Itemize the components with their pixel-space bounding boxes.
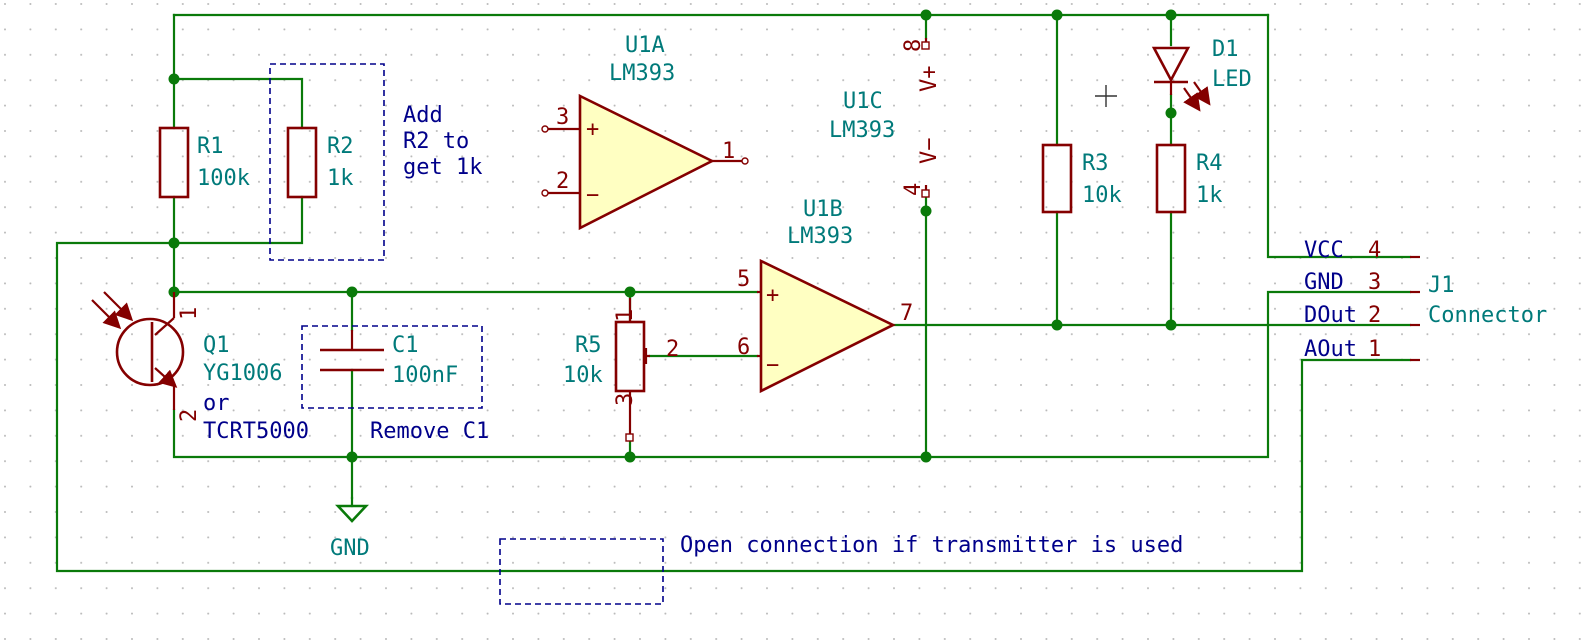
r2-note-line-1: Add bbox=[403, 103, 443, 128]
u1c-pin8-label: 8 bbox=[901, 39, 926, 52]
resistor-r4[interactable]: R4 1k bbox=[1155, 143, 1223, 214]
q1-ref: Q1 bbox=[203, 333, 230, 358]
u1a-minus-sign: − bbox=[586, 183, 599, 208]
u1c-ref: U1C bbox=[843, 89, 883, 114]
r4-ref: R4 bbox=[1196, 151, 1223, 176]
c1-value: 100nF bbox=[392, 363, 458, 388]
open-connection-note: Open connection if transmitter is used bbox=[680, 533, 1183, 558]
resistor-r1[interactable]: R1 100k bbox=[158, 126, 250, 199]
opamp-u1a[interactable]: 3 2 1 + − U1A LM393 bbox=[541, 33, 749, 231]
opamp-u1b[interactable]: 5 6 7 + − U1B LM393 bbox=[737, 197, 913, 394]
j1-pin-aout-num: 1 bbox=[1368, 337, 1381, 362]
r2-note-line-2: R2 to bbox=[403, 129, 469, 154]
r2-note: Add R2 to get 1k bbox=[403, 103, 482, 180]
u1c-pin4-label: 4 bbox=[901, 183, 926, 196]
capacitor-c1[interactable]: C1 100nF bbox=[320, 330, 458, 388]
crosshair-cursor-icon bbox=[1095, 85, 1117, 107]
connector-j1[interactable]: VCC 4 GND 3 DOut 2 AOut 1 J1 Connector bbox=[1304, 238, 1547, 362]
q1-value: YG1006 bbox=[203, 361, 282, 386]
u1a-pin3-label: 3 bbox=[556, 105, 569, 130]
u1a-plus-sign: + bbox=[586, 117, 599, 142]
j1-pin-dout-name: DOut bbox=[1304, 303, 1357, 328]
r5-pin3-label: 3 bbox=[613, 393, 638, 406]
u1c-value: LM393 bbox=[829, 118, 895, 143]
r5-value: 10k bbox=[563, 363, 603, 388]
q1-alt-word: or bbox=[203, 391, 230, 416]
resistor-r2[interactable]: R2 1k bbox=[286, 126, 354, 199]
r2-value: 1k bbox=[327, 166, 354, 191]
c1-note-box bbox=[301, 325, 483, 409]
c1-note: Remove C1 bbox=[370, 419, 489, 444]
u1a-pin1-label: 1 bbox=[722, 139, 735, 164]
r5-pin1-label: 1 bbox=[613, 309, 638, 322]
resistor-r3[interactable]: R3 10k bbox=[1041, 143, 1122, 214]
r5-ref: R5 bbox=[575, 333, 602, 358]
r4-value: 1k bbox=[1196, 183, 1223, 208]
r1-value: 100k bbox=[197, 166, 250, 191]
r1-ref: R1 bbox=[197, 134, 224, 159]
r3-ref: R3 bbox=[1082, 151, 1109, 176]
j1-value: Connector bbox=[1428, 303, 1547, 328]
d1-value: LED bbox=[1212, 67, 1252, 92]
q1-pin2-label: 2 bbox=[177, 409, 202, 422]
r2-note-box bbox=[269, 63, 385, 261]
j1-ref: J1 bbox=[1428, 273, 1455, 298]
u1a-value: LM393 bbox=[609, 61, 675, 86]
u1b-pin5-label: 5 bbox=[737, 267, 750, 292]
opamp-power-u1c[interactable]: V+ V− 8 4 U1C LM393 bbox=[829, 38, 942, 198]
led-d1[interactable]: D1 LED bbox=[1151, 37, 1252, 112]
j1-pin-aout-name: AOut bbox=[1304, 337, 1357, 362]
r2-ref: R2 bbox=[327, 134, 354, 159]
j1-pin-gnd-name: GND bbox=[1304, 270, 1344, 295]
ground-symbol: GND bbox=[330, 496, 370, 561]
r2-note-line-3: get 1k bbox=[403, 155, 482, 180]
j1-pin-dout-num: 2 bbox=[1368, 303, 1381, 328]
u1a-ref: U1A bbox=[625, 33, 665, 58]
u1c-vminus-label: V− bbox=[917, 138, 942, 165]
u1b-plus-sign: + bbox=[766, 283, 779, 308]
gnd-label: GND bbox=[330, 536, 370, 561]
open-connection-box bbox=[499, 538, 664, 605]
q1-pin1-label: 1 bbox=[177, 307, 202, 320]
u1a-pin2-label: 2 bbox=[556, 169, 569, 194]
phototransistor-q1[interactable]: 1 2 Q1 YG1006 or TCRT5000 bbox=[91, 291, 309, 444]
u1b-ref: U1B bbox=[803, 197, 843, 222]
u1b-pin7-label: 7 bbox=[900, 301, 913, 326]
u1c-vplus-label: V+ bbox=[917, 66, 942, 93]
u1b-minus-sign: − bbox=[766, 353, 779, 378]
d1-ref: D1 bbox=[1212, 37, 1239, 62]
j1-pin-vcc-name: VCC bbox=[1304, 238, 1344, 263]
potentiometer-r5[interactable]: 2 1 3 R5 10k bbox=[563, 298, 679, 442]
u1b-value: LM393 bbox=[787, 224, 853, 249]
j1-pin-gnd-num: 3 bbox=[1368, 270, 1381, 295]
r3-value: 10k bbox=[1082, 183, 1122, 208]
c1-ref: C1 bbox=[392, 333, 419, 358]
j1-pin-vcc-num: 4 bbox=[1368, 238, 1381, 263]
junctions bbox=[168, 9, 1177, 463]
r5-pin2-label: 2 bbox=[666, 337, 679, 362]
q1-alt-value: TCRT5000 bbox=[203, 419, 309, 444]
u1b-pin6-label: 6 bbox=[737, 335, 750, 360]
